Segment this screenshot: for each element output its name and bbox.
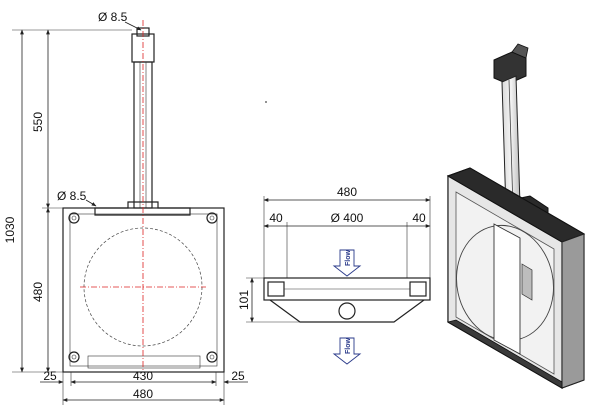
left-offset-label: 40 — [269, 211, 283, 225]
hole-dia-top-label: Ø 8.5 — [98, 10, 128, 24]
flow-label-top: Flow — [345, 250, 352, 266]
bolt-holes — [68, 212, 218, 363]
side-width-label: 480 — [337, 185, 357, 199]
bore-dia-label: Ø 400 — [331, 211, 364, 225]
side-view: 480 40 Ø 400 40 101 Flow Flow — [237, 185, 431, 365]
side-port — [338, 302, 356, 320]
overall-height-label: 1030 — [3, 216, 17, 243]
body-height-label: 480 — [31, 282, 45, 302]
front-view: Ø 8.5 Ø 8.5 1030 550 480 25 430 25 480 — [3, 10, 248, 405]
flow-arrow-bottom: Flow — [332, 338, 362, 365]
isometric-view — [446, 43, 586, 390]
flow-arrow-top: Flow — [332, 250, 362, 277]
flow-label-bottom: Flow — [345, 338, 352, 354]
edge-right-label: 25 — [231, 369, 245, 383]
gate-body — [62, 207, 225, 373]
right-offset-label: 40 — [412, 211, 426, 225]
stray-mark — [265, 101, 267, 103]
side-lower-housing — [269, 299, 425, 323]
overall-width-label: 480 — [133, 387, 153, 401]
stem-height-label: 550 — [31, 112, 45, 132]
hole-dia-left-label: Ø 8.5 — [57, 189, 87, 203]
edge-left-label: 25 — [43, 369, 57, 383]
depth-label: 101 — [237, 290, 251, 310]
iso-gate-slot — [493, 223, 521, 355]
inner-width-label: 430 — [133, 369, 153, 383]
side-body-plate — [263, 277, 431, 301]
